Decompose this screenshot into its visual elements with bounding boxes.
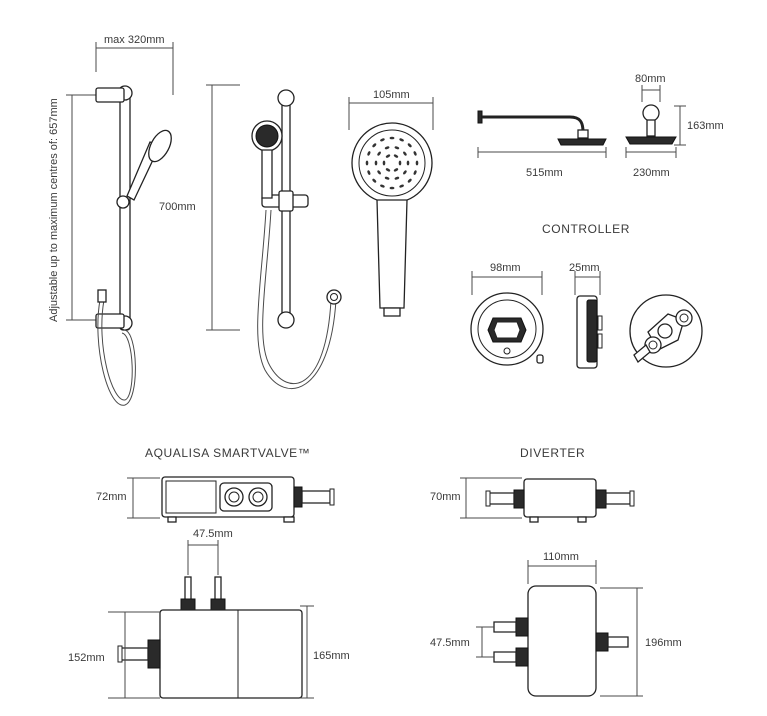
spray-nozzle [384, 176, 390, 180]
rail-centres-label: Adjustable up to maximum centres of: 657… [48, 98, 60, 322]
overhead-arm-side-view: 515mm [477, 110, 607, 179]
diverter-outlet-centres-label: 47.5mm [430, 637, 470, 649]
spray-nozzle [413, 151, 417, 156]
spray-nozzle [393, 154, 399, 158]
spray-nozzle [413, 170, 417, 175]
spray-nozzle [380, 184, 385, 188]
spray-nozzle [377, 170, 381, 175]
handset-front-view: 105mm [348, 89, 434, 317]
spray-nozzle [394, 146, 400, 150]
valve-body-height-label: 152mm [68, 652, 105, 664]
spray-nozzle [380, 138, 385, 142]
spray-nozzle [377, 151, 381, 156]
valve-total-height-label: 165mm [313, 650, 350, 662]
diverter-width-label: 110mm [543, 551, 579, 563]
head-drop-label: 163mm [687, 120, 724, 132]
controller-title: CONTROLLER [542, 222, 630, 236]
spray-nozzle [385, 154, 391, 158]
rail-width-label: max 320mm [104, 34, 165, 46]
spray-nozzle [367, 170, 371, 175]
controller-section: CONTROLLER 98mm 25mm [470, 222, 703, 369]
diverter-title: DIVERTER [520, 446, 585, 460]
spray-nozzle [372, 143, 377, 148]
smartvalve-section: AQUALISA SMARTVALVE™ 72mm 47.5mm [68, 446, 350, 699]
spray-nozzle [393, 168, 399, 172]
spray-nozzle [407, 143, 412, 148]
spray-nozzle [403, 170, 407, 175]
spray-nozzle [394, 176, 400, 180]
spray-nozzle [398, 160, 402, 166]
spray-nozzle [374, 160, 378, 166]
spray-nozzle [372, 178, 377, 183]
arm-collar-label: 80mm [635, 73, 666, 85]
spray-nozzle [385, 168, 391, 172]
diverter-height-label: 196mm [645, 637, 682, 649]
rail-kit-side-view: max 320mm Adjustable up to maximum centr… [48, 34, 174, 406]
overhead-head-front-view: 80mm 163mm 230mm [625, 73, 724, 179]
diverter-section: DIVERTER 70mm 110mm 47.5mm 19 [430, 446, 682, 697]
spray-nozzle [406, 160, 410, 166]
spray-nozzle [407, 178, 412, 183]
spray-nozzle [399, 184, 404, 188]
valve-inlet-centres-label: 47.5mm [193, 528, 233, 540]
spray-nozzle [384, 146, 390, 150]
spray-nozzle [389, 186, 395, 190]
diverter-depth-label: 70mm [430, 491, 461, 503]
kit-height-label: 700mm [159, 201, 196, 213]
spray-nozzle [389, 136, 395, 140]
spray-nozzle [403, 151, 407, 156]
spray-nozzle [415, 160, 419, 166]
head-width-label: 230mm [633, 167, 670, 179]
controller-width-label: 98mm [490, 262, 521, 274]
arm-length-label: 515mm [526, 167, 563, 179]
handset-spray-nozzles [365, 136, 419, 190]
spray-nozzle [367, 151, 371, 156]
rail-kit-front-view: 700mm [159, 84, 342, 389]
spray-nozzle [399, 138, 404, 142]
valve-depth-label: 72mm [96, 491, 127, 503]
handset-width-label: 105mm [373, 89, 410, 101]
spray-nozzle [365, 160, 369, 166]
spray-nozzle [382, 160, 386, 166]
smartvalve-title: AQUALISA SMARTVALVE™ [145, 446, 310, 460]
controller-depth-label: 25mm [569, 262, 600, 274]
